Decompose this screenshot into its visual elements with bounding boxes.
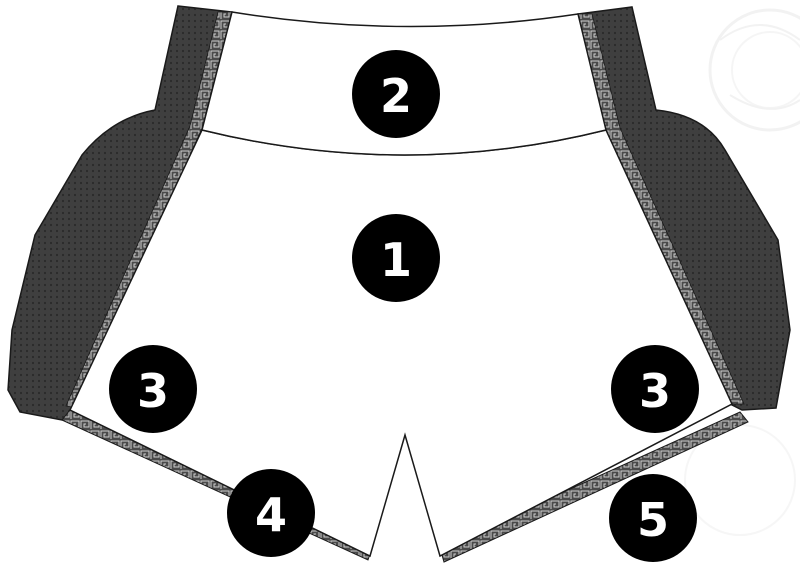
callout-3-right: 3 — [611, 345, 699, 433]
callout-3-left: 3 — [109, 345, 197, 433]
callout-5-label: 5 — [637, 493, 669, 547]
callout-1-label: 1 — [380, 233, 412, 287]
callout-3-right-label: 3 — [639, 364, 671, 418]
callout-2: 2 — [352, 50, 440, 138]
callout-4: 4 — [227, 469, 315, 557]
callout-4-label: 4 — [255, 488, 287, 542]
callout-1: 1 — [352, 214, 440, 302]
callout-2-label: 2 — [380, 69, 412, 123]
callout-3-left-label: 3 — [137, 364, 169, 418]
callout-5: 5 — [609, 474, 697, 562]
